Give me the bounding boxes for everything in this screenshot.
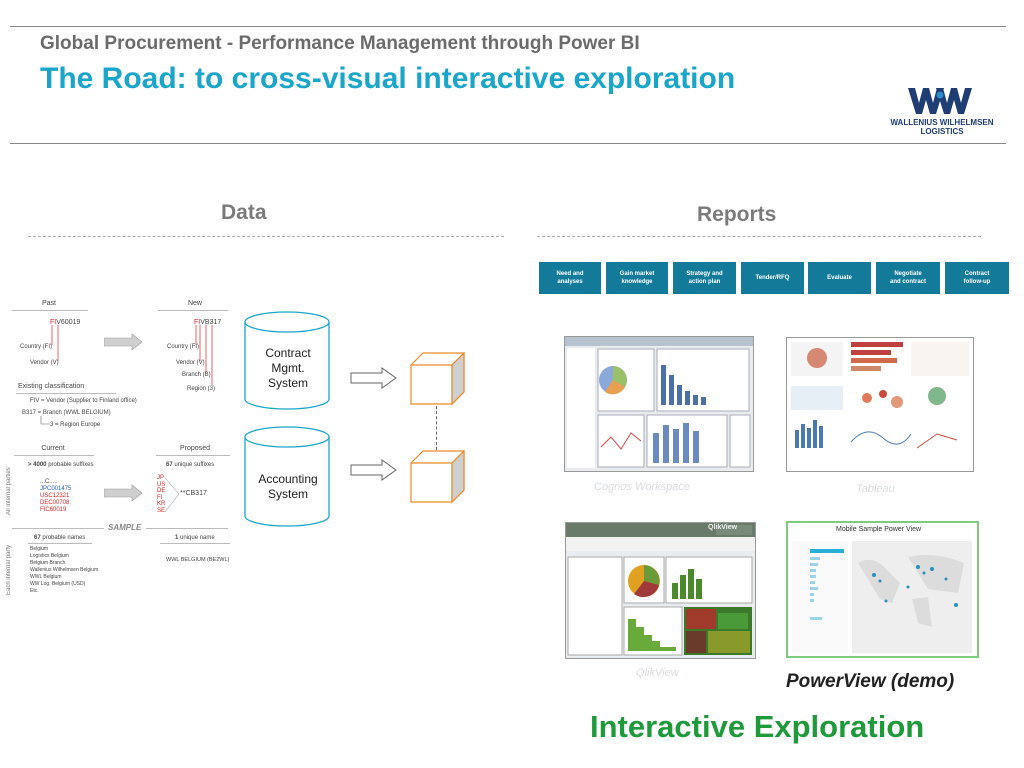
names-underline <box>28 543 92 544</box>
unique-underline <box>160 543 230 544</box>
interactive-exploration-label: Interactive Exploration <box>590 709 925 744</box>
new-code: FIVB317 <box>194 319 222 326</box>
proposed-cb-code: **CB317 <box>180 490 207 497</box>
list-item: Etc. <box>30 588 39 594</box>
past-code: FIV60019 <box>50 319 81 326</box>
accounting-cube-icon <box>410 450 465 504</box>
powerview-screen-title: Mobile Sample Power View <box>836 526 922 533</box>
current-count: > 4000 probable suffixes <box>28 462 94 468</box>
company-logo-icon <box>908 86 972 121</box>
slide-title: The Road: to cross-visual interactive ex… <box>40 62 736 95</box>
process-step-5: Evaluate <box>808 262 871 294</box>
sample-divider-left <box>12 528 104 529</box>
contract-system-label: Contract Mgmt. System <box>265 346 311 390</box>
list-item: Belgium Branch <box>30 560 66 566</box>
accounting-system-label: Accounting System <box>258 472 318 501</box>
contract-cube-icon <box>410 352 465 406</box>
code-item: FIC60019 <box>40 507 67 513</box>
past-underline <box>12 310 88 311</box>
list-item: WWL Belgium <box>30 574 62 580</box>
current-to-proposed-arrow-icon <box>104 484 143 502</box>
code-item: USC12321 <box>40 493 70 499</box>
proposed-prefix-list: JP US DE FI KR SE <box>157 475 166 514</box>
classification-line-3: 3 = Region Europe <box>50 422 101 428</box>
new-underline <box>158 310 228 311</box>
new-branch: Branch (B) <box>182 372 211 378</box>
contract-database-icon <box>244 311 330 410</box>
process-step-6: Negotiate and contract <box>876 262 940 294</box>
code-breakdown-lines <box>51 325 213 385</box>
proposed-underline <box>156 455 230 456</box>
contract-arrow-icon <box>350 367 397 389</box>
past-country: Country (FI) <box>20 344 53 350</box>
cognos-screenshot <box>564 336 754 472</box>
prefix-bracket <box>165 477 180 513</box>
slide-subtitle: Global Procurement - Performance Managem… <box>40 33 640 54</box>
list-item: Belgium <box>30 546 49 552</box>
list-item: Logistics Belgium <box>30 553 69 559</box>
tableau-caption: Tableau <box>856 483 895 495</box>
powerview-screenshot <box>786 521 979 658</box>
qlikview-logo: QlikView <box>708 524 738 531</box>
past-label: Past <box>41 300 56 307</box>
new-vendor: Vendor (V) <box>176 360 205 366</box>
data-dashed-line <box>28 236 504 237</box>
current-code-list: ...C..... JPC001475 USC12321 DEC00708 FI… <box>40 479 71 514</box>
cognos-caption: Cognos Workspace <box>594 481 690 493</box>
accounting-arrow-icon <box>350 459 397 481</box>
unique-name-count: 1 unique name <box>175 535 215 541</box>
qlikview-caption: QlikView <box>636 667 679 679</box>
process-step-4: Tender/RFQ <box>741 262 804 294</box>
process-step-1: Need and analyses <box>539 262 601 294</box>
current-underline <box>14 455 94 456</box>
classification-line-2: B317 = Branch (WWL BELGIUM) <box>22 410 111 416</box>
new-label: New <box>187 300 202 307</box>
code-item: ...C..... <box>40 479 58 485</box>
classification-connector <box>40 416 50 425</box>
list-item: WW Log. Belgium (USD) <box>30 581 86 587</box>
data-heading: Data <box>221 201 267 224</box>
past-vendor: Vendor (V) <box>30 360 59 366</box>
cube-connector <box>436 406 437 450</box>
process-step-3: Strategy and action plan <box>673 262 736 294</box>
all-parties-side-label: All internal parties <box>6 467 12 515</box>
past-to-new-arrow-icon <box>104 333 143 351</box>
reports-heading: Reports <box>697 203 777 226</box>
proposed-label: Proposed <box>180 445 210 452</box>
unique-name-result: WWL BELGIUM (BE2WL) <box>166 557 230 563</box>
company-logo-text: WALLENIUS WILHELMSEN LOGISTICS <box>890 118 994 136</box>
tableau-screenshot <box>786 337 974 472</box>
header-divider <box>10 143 1006 144</box>
process-step-7: Contract follow-up <box>945 262 1009 294</box>
proposed-count: 67 unique suffixes <box>166 462 215 468</box>
current-label: Current <box>41 445 65 452</box>
accounting-database-icon <box>244 426 330 527</box>
existing-underline <box>16 393 116 394</box>
list-item: Wallenius Wilhelmsen Belgium <box>30 567 99 573</box>
sample-label: SAMPLE <box>108 523 142 532</box>
probable-names-count: 67 probable names <box>34 535 86 541</box>
probable-names-list: Belgium Logistics Belgium Belgium Branch… <box>30 546 98 595</box>
top-divider <box>10 26 1006 27</box>
sample-divider-right <box>146 528 228 529</box>
reports-dashed-line <box>537 236 981 237</box>
each-party-side-label: Each internal party <box>6 544 12 595</box>
code-item: JPC001475 <box>40 486 72 492</box>
code-item: DEC00708 <box>40 500 70 506</box>
process-step-2: Gain market knowledge <box>606 262 668 294</box>
powerview-label: PowerView (demo) <box>786 671 955 692</box>
classification-line-1: FIV = Vendor (Supplier to Finland office… <box>30 398 137 404</box>
new-region: Region (3) <box>187 386 216 392</box>
existing-classification-title: Existing classification <box>18 383 85 390</box>
qlikview-screenshot <box>565 522 756 659</box>
new-country: Country (FI) <box>167 344 200 350</box>
